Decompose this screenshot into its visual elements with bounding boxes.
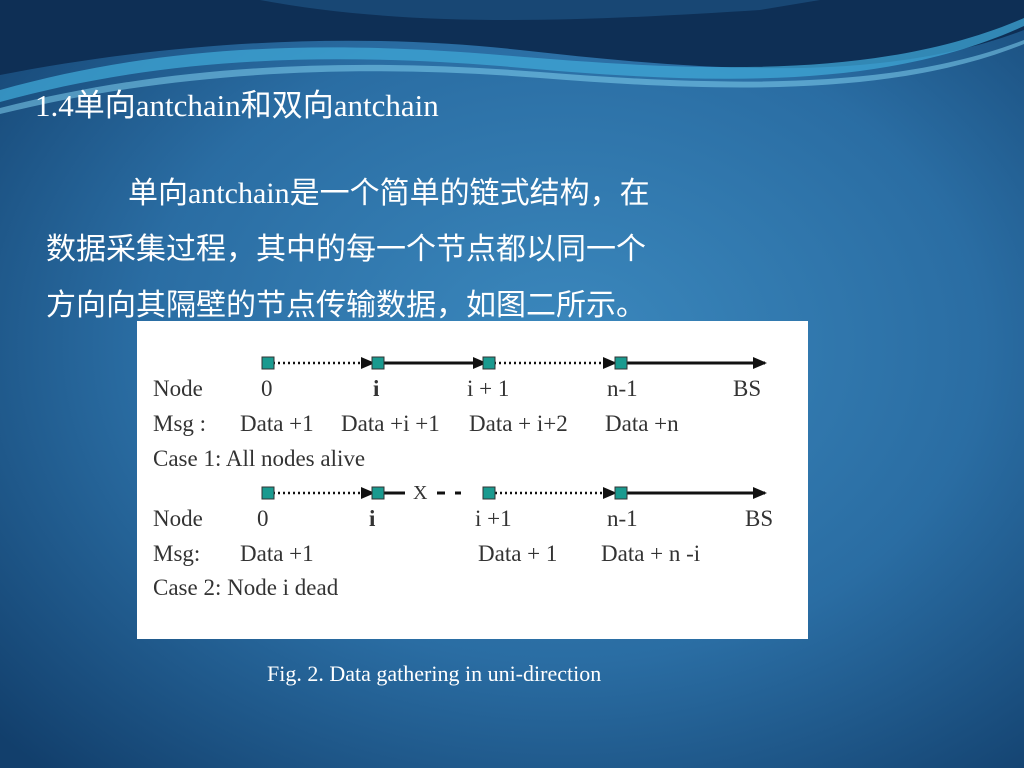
body-line-1: 单向antchain是一个简单的链式结构，在 (128, 177, 650, 210)
case1-chain (261, 356, 767, 370)
top-wave-band (0, 0, 1024, 75)
case2-msg-2: Data + 1 (478, 541, 557, 566)
case2-msg-3: Data + n -i (601, 541, 700, 566)
case1-msg-label: Msg : (153, 411, 206, 436)
case2-label: Case 2: Node i dead (153, 575, 339, 600)
node-square (614, 486, 628, 500)
chain-diagram: Node 0 i i + 1 n-1 BS Msg : Data +1 Data… (153, 356, 773, 600)
case1-node-n1: n-1 (607, 376, 638, 401)
case2-msg-1: Data +1 (240, 541, 314, 566)
figure-caption: Fig. 2. Data gathering in uni-direction (267, 661, 602, 686)
figure-panel: Node 0 i i + 1 n-1 BS Msg : Data +1 Data… (137, 321, 808, 639)
case1-label: Case 1: All nodes alive (153, 446, 365, 471)
case2-chain: X (261, 482, 767, 504)
case2-node-0: 0 (257, 506, 269, 531)
case1-msg-1: Data +1 (240, 411, 314, 436)
case2-node-label: Node (153, 506, 203, 531)
case1-node-label: Node (153, 376, 203, 401)
slide-title: 1.4单向antchain和双向antchain (35, 88, 439, 123)
case1-msg-2: Data +i +1 (341, 411, 440, 436)
case2-node-bs: BS (745, 506, 773, 531)
case2-node-i1: i +1 (475, 506, 512, 531)
node-square (261, 356, 275, 370)
node-square (482, 356, 496, 370)
case2-node-n1: n-1 (607, 506, 638, 531)
node-square (614, 356, 628, 370)
case1-node-bs: BS (733, 376, 761, 401)
case2-msg-label: Msg: (153, 541, 200, 566)
case1-node-i: i (373, 376, 380, 401)
node-square (261, 486, 275, 500)
node-square (371, 356, 385, 370)
body-paragraph: 单向antchain是一个简单的链式结构，在 数据采集过程，其中的每一个节点都以… (46, 166, 846, 334)
break-mark: X (413, 482, 428, 504)
body-line-3: 方向向其隔壁的节点传输数据，如图二所示。 (46, 289, 646, 322)
top-wave-light (0, 18, 1024, 102)
top-wave-thin (0, 40, 1024, 114)
node-square (482, 486, 496, 500)
case1-msg-4: Data +n (605, 411, 679, 436)
case1-node-i1: i + 1 (467, 376, 509, 401)
case1-node-0: 0 (261, 376, 273, 401)
node-square (371, 486, 385, 500)
case1-msg-3: Data + i+2 (469, 411, 568, 436)
case2-node-i: i (369, 506, 376, 531)
body-line-2: 数据采集过程，其中的每一个节点都以同一个 (46, 233, 646, 266)
